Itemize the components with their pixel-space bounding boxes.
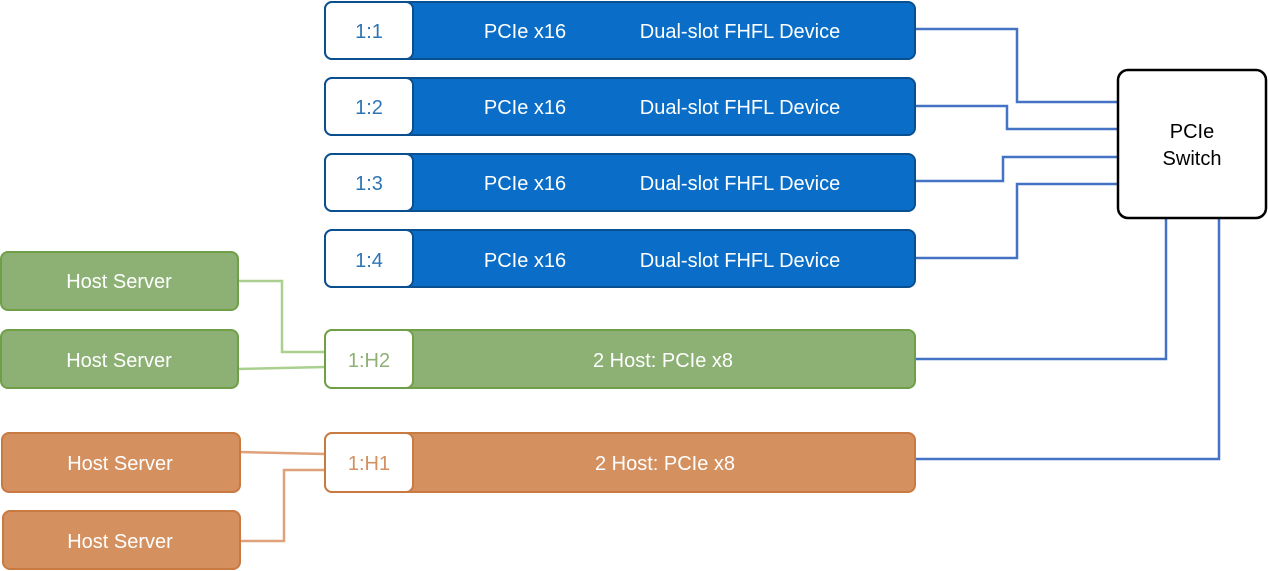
slot-interface: PCIe x16 xyxy=(484,97,566,119)
slot-device: Dual-slot FHFL Device xyxy=(640,250,840,272)
slot-device: Dual-slot FHFL Device xyxy=(640,173,840,195)
slot-id: 1:2 xyxy=(355,97,383,119)
host-server-label: Host Server xyxy=(66,271,172,293)
slot-id: 1:4 xyxy=(355,250,383,272)
host-server-label: Host Server xyxy=(66,350,172,372)
link-slot-1-2-switch xyxy=(915,104,1118,131)
host-slot-id: 1:H2 xyxy=(348,350,390,372)
host-server-label: Host Server xyxy=(67,453,173,475)
slot-1-h1: 1:H1 2 Host: PCIe x8 xyxy=(324,432,916,493)
slot-device: Dual-slot FHFL Device xyxy=(640,97,840,119)
link-slot-1-3-switch xyxy=(915,155,1118,183)
link-orange-host-2 xyxy=(240,468,325,543)
slot-interface: PCIe x16 xyxy=(484,173,566,195)
link-green-host-1 xyxy=(238,279,325,354)
host-server-green-2: Host Server xyxy=(0,329,239,389)
link-slot-h1-switch xyxy=(915,218,1221,461)
host-server-orange-2: Host Server xyxy=(2,510,241,570)
slot-1-3: 1:3 PCIe x16 Dual-slot FHFL Device xyxy=(324,153,916,212)
link-slot-1-1-switch xyxy=(915,27,1118,104)
slot-1-h2: 1:H2 2 Host: PCIe x8 xyxy=(324,329,916,389)
slot-1-4: 1:4 PCIe x16 Dual-slot FHFL Device xyxy=(324,229,916,288)
slot-id: 1:3 xyxy=(355,173,383,195)
host-slot-label: 2 Host: PCIe x8 xyxy=(593,350,733,372)
slot-interface: PCIe x16 xyxy=(484,250,566,272)
slot-device: Dual-slot FHFL Device xyxy=(640,21,840,43)
slot-1-1: 1:1 PCIe x16 Dual-slot FHFL Device xyxy=(324,1,916,60)
link-slot-h2-switch xyxy=(915,218,1168,361)
links xyxy=(237,27,1221,543)
host-server-label: Host Server xyxy=(67,531,173,553)
pcie-switch: PCIe Switch xyxy=(1116,68,1268,220)
slot-interface: PCIe x16 xyxy=(484,21,566,43)
host-server-orange-1: Host Server xyxy=(1,432,241,493)
switch-label-line1: PCIe xyxy=(1170,121,1214,143)
host-server-green-1: Host Server xyxy=(0,251,239,311)
slot-1-2: 1:2 PCIe x16 Dual-slot FHFL Device xyxy=(324,77,916,136)
host-slot-label: 2 Host: PCIe x8 xyxy=(595,453,735,475)
link-slot-1-4-switch xyxy=(915,182,1118,260)
host-slot-id: 1:H1 xyxy=(348,453,390,475)
link-orange-host-1 xyxy=(239,450,326,456)
link-green-host-2 xyxy=(237,365,326,371)
switch-label-line2: Switch xyxy=(1163,148,1222,170)
slot-id: 1:1 xyxy=(355,21,383,43)
